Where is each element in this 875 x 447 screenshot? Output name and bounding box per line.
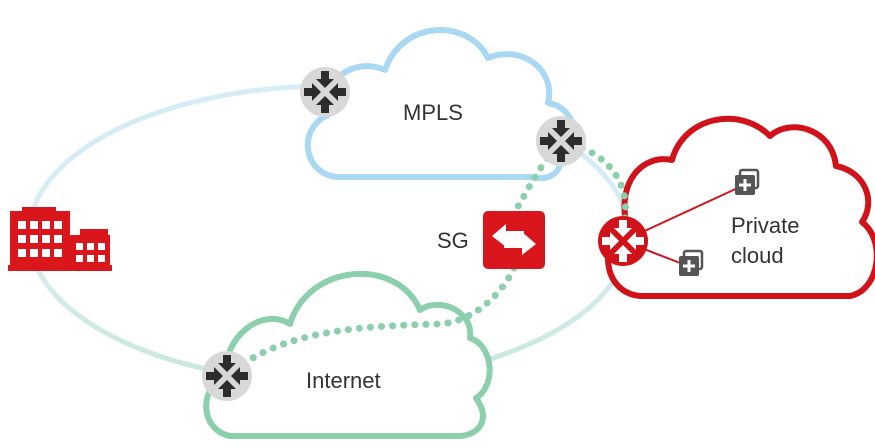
private-cloud-label-line1: Private [731,213,800,238]
mpls-edge-router-icon [300,67,350,117]
private-cloud-label-line2: cloud [731,243,784,268]
mpls-label: MPLS [403,100,463,125]
mpls-core-router-icon [536,116,586,166]
private-cloud-label: Private cloud [731,211,799,271]
sg-label: SG [437,228,469,253]
private-cloud-router-icon [598,216,648,266]
security-gateway-icon [483,211,545,269]
internet-label: Internet [306,368,381,393]
dotted-path-sg-to-internet-router [223,264,518,380]
internet-cloud [203,270,493,439]
building-icon [8,207,112,271]
internet-router-icon [202,351,252,401]
